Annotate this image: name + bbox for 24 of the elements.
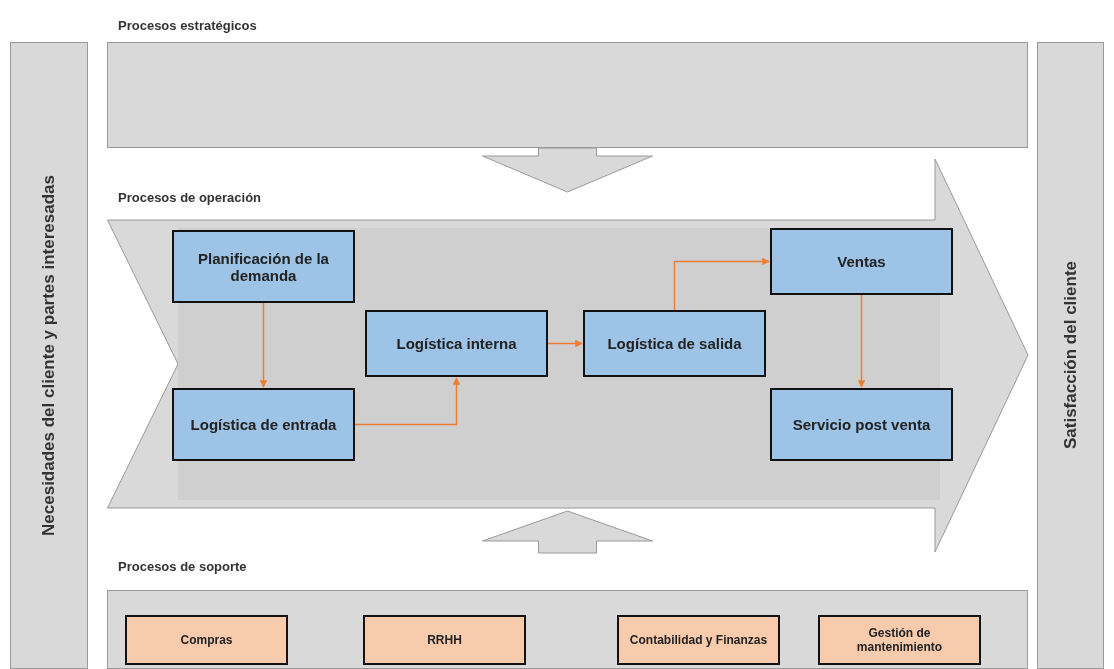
process-box: Logística de entrada xyxy=(172,388,355,461)
band-title: Satisfacción del cliente xyxy=(1060,261,1081,450)
arrow xyxy=(547,339,583,348)
block-arrow xyxy=(482,147,653,193)
side-band xyxy=(10,42,88,669)
arrow xyxy=(354,377,461,426)
side-band xyxy=(1037,42,1104,669)
process-box: Contabilidad y Finanzas xyxy=(617,615,780,665)
process-box: Ventas xyxy=(770,228,953,295)
process-box: Gestión de mantenimiento xyxy=(818,615,981,665)
process-box: RRHH xyxy=(363,615,526,665)
arrow xyxy=(857,294,866,388)
arrow xyxy=(673,257,770,311)
band-title: Necesidades del cliente y partes interesadas xyxy=(39,175,59,536)
band-heading: Procesos de operación xyxy=(118,190,262,205)
process-box: Planificación de la demanda xyxy=(172,230,355,303)
arrow xyxy=(259,302,268,388)
process-box: Logística interna xyxy=(365,310,548,377)
band-heading: Procesos de soporte xyxy=(118,559,247,574)
process-box: Servicio post venta xyxy=(770,388,953,461)
band-heading: Procesos estratégicos xyxy=(118,18,257,33)
process-box: Logística de salida xyxy=(583,310,766,377)
block-arrow xyxy=(482,510,653,554)
process-box: Compras xyxy=(125,615,288,665)
